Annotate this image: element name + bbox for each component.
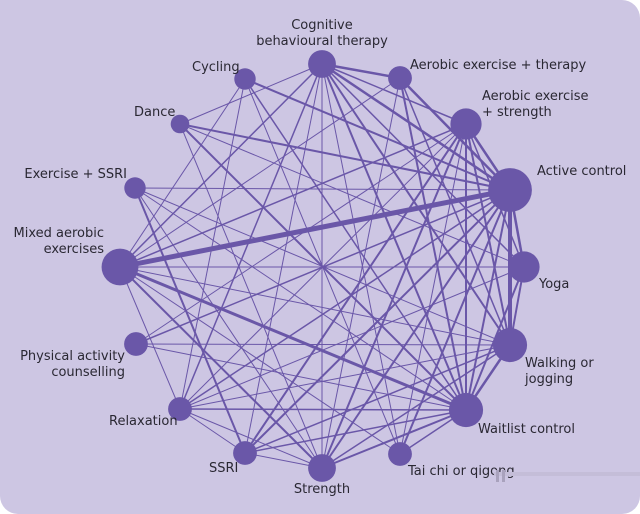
edge-aet-walk [399, 77, 511, 346]
edge-cbt-yoga [321, 63, 525, 268]
label-line: Exercise + SSRI [24, 167, 127, 182]
node-cyc [234, 68, 256, 90]
edge-cbt-act [321, 62, 511, 192]
label-line: + strength [482, 105, 552, 120]
label-line: behavioural therapy [256, 34, 388, 49]
node-str [308, 454, 336, 482]
edge-tai-cyc [244, 78, 401, 455]
edge-walk-mix [119, 266, 511, 346]
node-label-active-control: Active control [537, 164, 626, 180]
node-cbt [308, 50, 336, 78]
node-label-aerobic-exercise-strength: Aerobic exercise + strength [482, 89, 588, 121]
edge-act-mix [119, 189, 511, 268]
node-label-physical-activity-counselling: Physical activity counselling [0, 349, 125, 381]
label-line: SSRI [209, 461, 239, 476]
label-line: Physical activity [20, 349, 125, 364]
edge-dance-str [179, 123, 323, 469]
node-label-relaxation: Relaxation [109, 414, 178, 430]
edge-cyc-relax [179, 78, 246, 410]
edge-aes-ssri [244, 123, 467, 454]
label-line: Mixed aerobic [13, 226, 105, 241]
edge-act-relax [179, 189, 511, 410]
label-line: exercises [43, 242, 104, 257]
node-relax [168, 397, 192, 421]
nodes-layer [101, 50, 540, 482]
node-walk [492, 327, 528, 363]
edge-aet-str [321, 77, 401, 469]
label-line: jogging [525, 372, 574, 387]
label-line: Dance [134, 105, 176, 120]
edge-walk-relax [179, 344, 511, 410]
node-label-yoga: Yoga [539, 277, 569, 293]
edge-walk-str [321, 344, 511, 469]
label-line: Relaxation [109, 414, 178, 429]
edge-yoga-dance [179, 123, 525, 268]
edge-str-mix [119, 266, 323, 469]
edge-wait-cyc [244, 78, 467, 411]
edge-cbt-walk [321, 63, 511, 346]
edge-cbt-wait [321, 63, 467, 411]
node-label-dance: Dance [134, 105, 175, 121]
node-tai [388, 442, 412, 466]
node-yoga [508, 251, 540, 283]
edge-relax-mix [119, 266, 181, 410]
node-label-ssri: SSRI [209, 461, 238, 477]
node-aes [450, 108, 482, 140]
edge-ssri-exssri [134, 187, 246, 454]
node-ssri [233, 441, 257, 465]
edge-wait-relax [179, 408, 467, 411]
label-line: Tai chi or qigong [408, 464, 515, 479]
edge-cbt-tai [321, 63, 401, 455]
edge-aes-walk [465, 123, 511, 346]
node-label-tai-chi-or-qigong: Tai chi or qigong [408, 464, 515, 480]
label-line: Cognitive [291, 18, 353, 33]
node-mix [101, 248, 139, 286]
label-line: Active control [537, 164, 627, 179]
node-label-waitlist-control: Waitlist control [478, 422, 575, 438]
edge-cbt-ssri [244, 63, 323, 454]
watermark-glyph [494, 470, 640, 482]
node-exssri [124, 177, 146, 199]
node-label-mixed-aerobic-exercises: Mixed aerobic exercises [0, 226, 105, 258]
label-line: Cycling [192, 60, 240, 75]
edge-wait-ssri [244, 409, 467, 454]
label-line: Aerobic exercise + therapy [410, 58, 587, 73]
edge-aet-wait [399, 77, 467, 411]
edge-act-wait [465, 189, 511, 411]
label-line: Strength [293, 482, 351, 497]
label-line: counselling [51, 365, 125, 380]
edge-exssri-str [134, 187, 323, 469]
node-aet [388, 66, 412, 90]
label-line: Aerobic exercise [482, 89, 589, 104]
node-act [488, 168, 532, 212]
node-label-cycling: Cycling [192, 60, 240, 76]
node-label-walking-or-jogging: Walking or jogging [525, 356, 594, 388]
label-line: Walking or [525, 356, 594, 371]
edges-layer [119, 62, 526, 469]
edge-ssri-relax [179, 408, 246, 454]
edge-aes-pac [135, 123, 467, 345]
label-line: Yoga [539, 277, 570, 292]
edge-str-relax [179, 408, 323, 469]
edge-mix-cyc [119, 78, 246, 268]
node-label-exercise-ssri: Exercise + SSRI [0, 167, 127, 183]
node-label-strength: Strength [272, 482, 372, 498]
node-label-cognitive-behavioural-therapy: Cognitive behavioural therapy [244, 18, 400, 50]
node-label-aerobic-exercise-therapy: Aerobic exercise + therapy [410, 58, 586, 74]
edge-mix-tai [119, 266, 401, 455]
edge-act-str [321, 189, 511, 469]
node-dance [170, 114, 190, 134]
edge-cbt-aes [321, 63, 467, 125]
label-line: Waitlist control [478, 422, 575, 437]
edge-wait-exssri [134, 187, 467, 411]
node-wait [448, 392, 484, 428]
node-pac [124, 332, 148, 356]
